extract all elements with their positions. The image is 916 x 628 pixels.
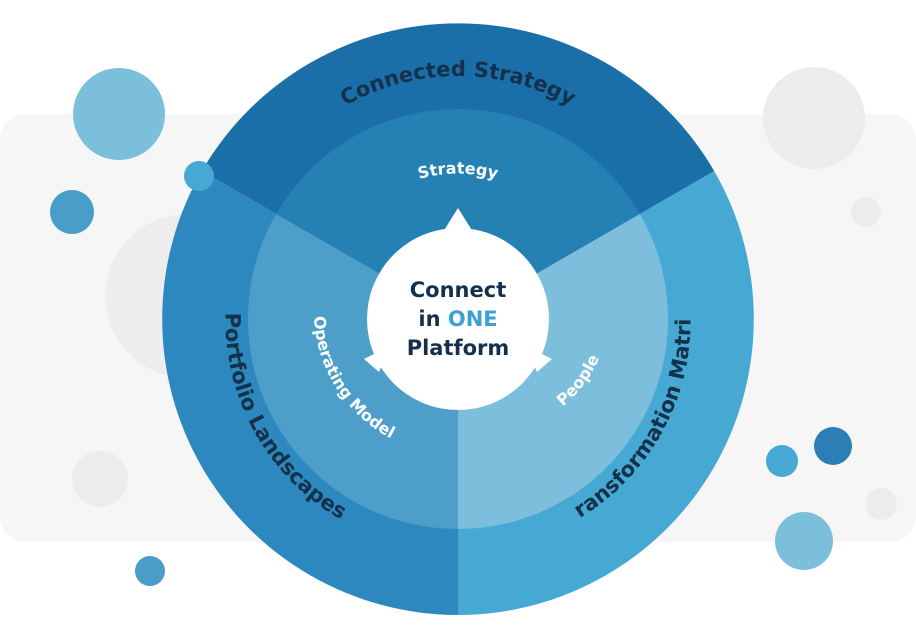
accent-dot xyxy=(184,161,214,191)
bubble-grey-bottom-right xyxy=(865,488,897,520)
pointer-top xyxy=(443,208,473,232)
bubble-blue-bottom-left xyxy=(135,556,165,586)
bubble-blue-right-small xyxy=(766,445,798,477)
center-line-1: Connect xyxy=(410,278,506,302)
bubble-grey-small-right xyxy=(851,197,881,227)
pointer-right xyxy=(526,346,552,372)
bubble-blue-right-large xyxy=(775,512,833,570)
center-line-2: in ONE xyxy=(418,307,497,331)
center-circle xyxy=(367,228,549,410)
bubble-blue-right-dark xyxy=(814,427,852,465)
center-highlight-one: ONE xyxy=(448,307,498,331)
bubble-blue-left xyxy=(50,190,94,234)
bubble-grey-left xyxy=(72,451,128,507)
center-line-2-prefix: in xyxy=(418,307,440,331)
center-line-3: Platform xyxy=(407,336,510,360)
bubble-blue-top-left xyxy=(73,68,165,160)
bubble-grey-top-right xyxy=(763,67,865,169)
center-hub: Connect in ONE Platform xyxy=(364,208,552,410)
pointer-left xyxy=(364,346,390,372)
